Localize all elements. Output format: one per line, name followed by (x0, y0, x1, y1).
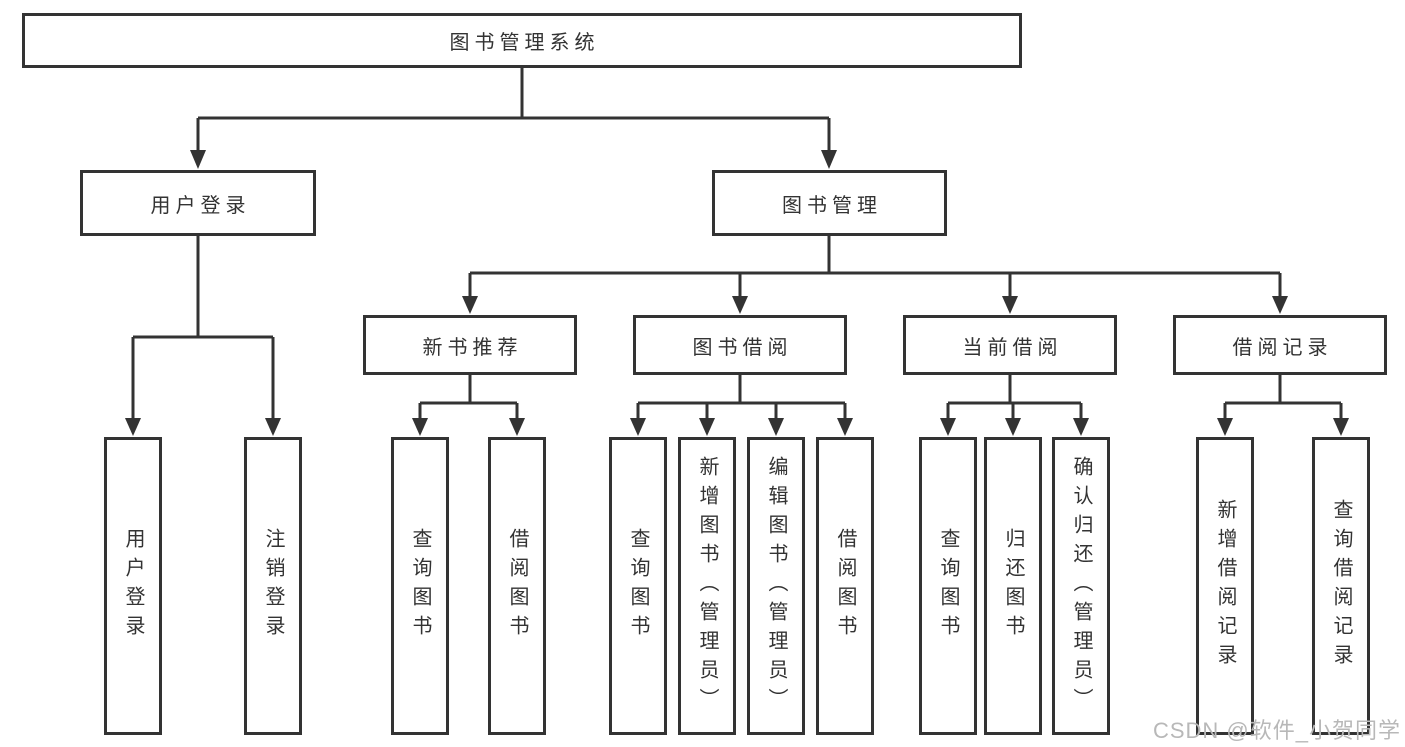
leaf-query-borrow-record: 查询借阅记录 (1312, 437, 1370, 735)
node-borrow-records: 借阅记录 (1173, 315, 1387, 375)
arrowhead-icon (1073, 418, 1089, 436)
leaf-return-books: 归还图书 (984, 437, 1042, 735)
connector-book-borrow-children (636, 375, 847, 418)
arrowhead-icon (1272, 296, 1288, 314)
arrowhead-icon (462, 296, 478, 314)
arrowhead-icon (125, 418, 141, 436)
node-user-login: 用户登录 (80, 170, 316, 236)
leaf-user-login: 用户登录 (104, 437, 162, 735)
node-book-borrow: 图书借阅 (633, 315, 847, 375)
arrowhead-icon (265, 418, 281, 436)
arrowhead-icon (732, 296, 748, 314)
node-label: 图书管理系统 (449, 32, 600, 54)
arrowhead-icon (1333, 418, 1349, 436)
connector-root-to-level2 (196, 68, 831, 150)
node-label: 借阅记录 (1232, 336, 1333, 359)
node-label: 查询图书 (937, 528, 959, 644)
node-book-management: 图书管理 (712, 170, 947, 236)
node-label: 注销登录 (262, 528, 284, 644)
node-library-management-system: 图书管理系统 (22, 13, 1022, 68)
arrowhead-icon (190, 150, 206, 169)
leaf-edit-books-admin: 编辑图书（管理员） (747, 437, 805, 735)
node-label: 查询图书 (409, 528, 431, 644)
arrowhead-icon (821, 150, 837, 169)
arrowhead-icon (412, 418, 428, 436)
node-label: 用户登录 (122, 528, 144, 644)
leaf-query-books-recommend: 查询图书 (391, 437, 449, 735)
connector-book-management-children (468, 236, 1282, 296)
connector-user-login-children (131, 236, 275, 418)
leaf-add-borrow-record: 新增借阅记录 (1196, 437, 1254, 735)
leaf-borrow-books: 借阅图书 (816, 437, 874, 735)
arrowhead-icon (1002, 296, 1018, 314)
node-label: 图书管理 (782, 194, 882, 217)
leaf-confirm-return-admin: 确认归还（管理员） (1052, 437, 1110, 735)
leaf-query-books-borrow: 查询图书 (609, 437, 667, 735)
connector-new-book-children (418, 375, 519, 418)
csdn-watermark: CSDN @软件_小贺同学 (1152, 718, 1401, 743)
node-label: 当前借阅 (962, 336, 1063, 359)
leaf-add-books-admin: 新增图书（管理员） (678, 437, 736, 735)
arrowhead-icon (509, 418, 525, 436)
arrowhead-icon (630, 418, 646, 436)
node-label: 用户登录 (150, 194, 251, 217)
connector-borrow-records-children (1223, 375, 1343, 418)
arrowhead-icon (940, 418, 956, 436)
node-label: 借阅图书 (506, 528, 528, 644)
node-label: 查询借阅记录 (1330, 499, 1352, 673)
arrowhead-icon (699, 418, 715, 436)
node-current-borrow: 当前借阅 (903, 315, 1117, 375)
leaf-logout: 注销登录 (244, 437, 302, 735)
node-label: 新增图书（管理员） (696, 455, 718, 717)
node-label: 确认归还（管理员） (1070, 455, 1092, 717)
arrowhead-icon (768, 418, 784, 436)
node-label: 查询图书 (627, 528, 649, 644)
node-label: 新增借阅记录 (1214, 499, 1236, 673)
arrowhead-icon (837, 418, 853, 436)
node-label: 借阅图书 (834, 528, 856, 644)
node-label: 编辑图书（管理员） (765, 455, 787, 717)
node-label: 新书推荐 (422, 336, 523, 359)
leaf-query-books-current: 查询图书 (919, 437, 977, 735)
node-label: 图书借阅 (692, 336, 793, 359)
node-label: 归还图书 (1002, 528, 1024, 644)
arrowhead-icon (1005, 418, 1021, 436)
arrowhead-icon (1217, 418, 1233, 436)
leaf-borrow-books-recommend: 借阅图书 (488, 437, 546, 735)
node-new-book-recommend: 新书推荐 (363, 315, 577, 375)
connector-current-borrow-children (946, 375, 1083, 418)
